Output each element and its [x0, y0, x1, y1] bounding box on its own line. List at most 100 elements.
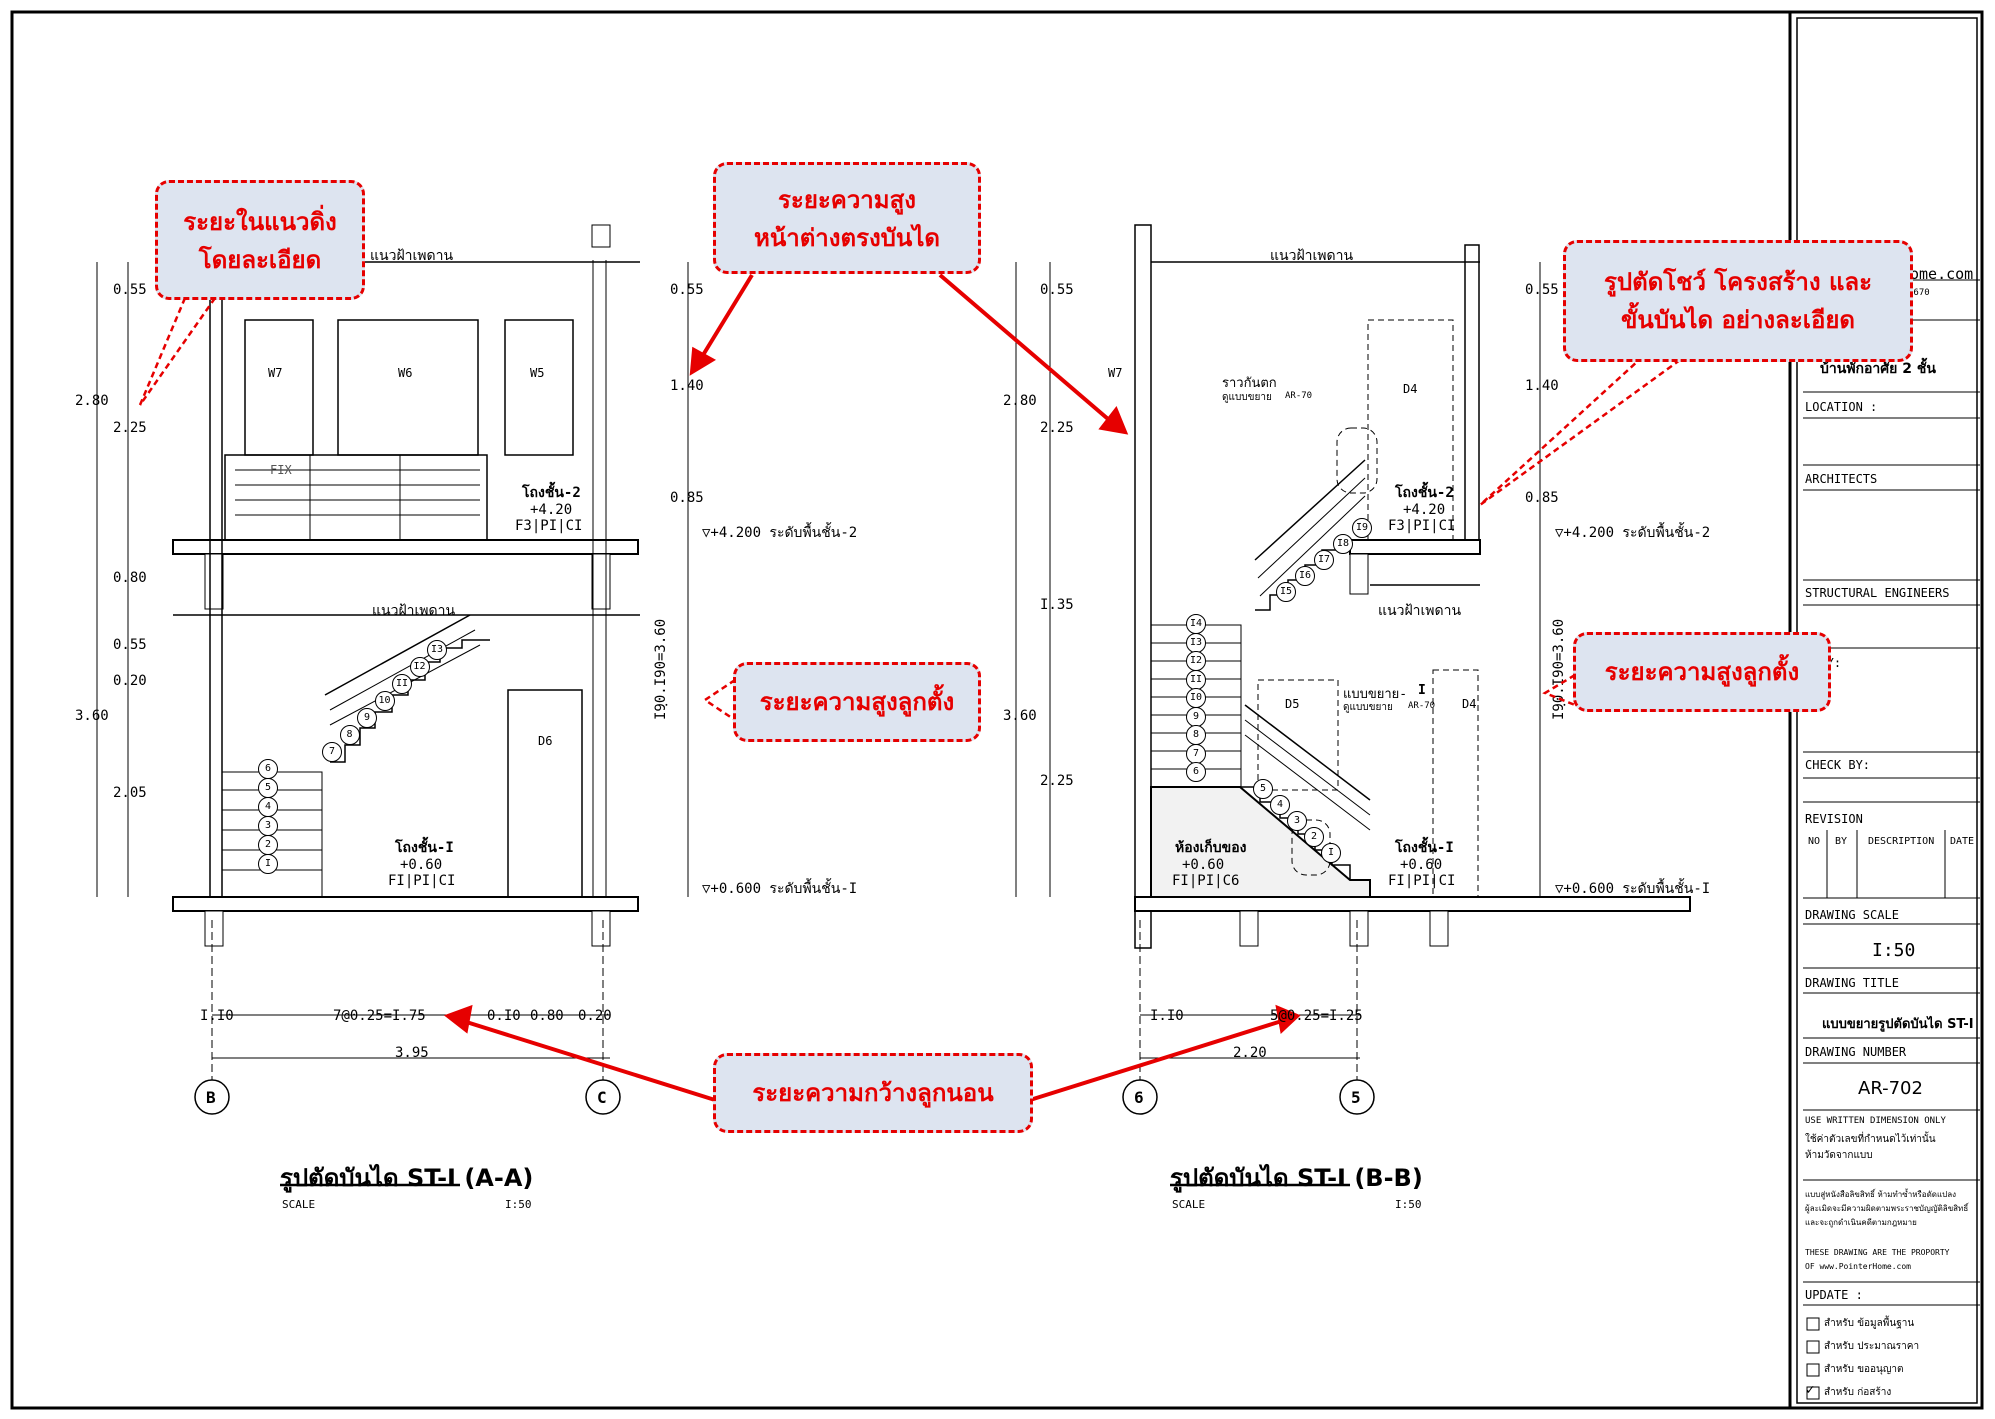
ceiling-label-b: แนวฝ้าเพดาน	[1270, 248, 1354, 264]
section-title-b: รูปตัดบันได ST-I (B-B)	[1170, 1164, 1423, 1192]
grid-bubble-c	[585, 1079, 621, 1115]
dim-a-right-2: 0.85	[670, 490, 704, 506]
dim-b-left-0: 0.55	[1040, 282, 1074, 298]
store-level-b: +0.60	[1182, 857, 1225, 873]
ceiling-label-a: แนวฝ้าเพดาน	[370, 248, 454, 264]
b-upper-step-4: I5	[1276, 582, 1296, 602]
callout-vertical-detail: ระยะในแนวดิ่ง โดยละเอียด	[155, 180, 365, 300]
window-w5-tag: W5	[530, 366, 545, 380]
room-2-name-a: โถงชั้น-2	[522, 485, 581, 501]
a-upper-step-6: I3	[427, 640, 447, 660]
room-1-level-b: +0.60	[1400, 857, 1443, 873]
a-upper-step-4: II	[392, 674, 412, 694]
tb-copyright-2: ผู้ละเมิดจะมีความผิดตามพระราชบัญญัติลิขส…	[1805, 1204, 1969, 1213]
detail-ref: AR-70	[1408, 701, 1436, 711]
dim-b-left-2: I.35	[1040, 597, 1074, 613]
level-1-a: ▽+0.600 ระดับพื้นชั้น-I	[702, 881, 858, 897]
bottom-dim-a-3: 0.80	[530, 1008, 564, 1024]
room-2-name-b: โถงชั้น-2	[1395, 485, 1454, 501]
beam-a4	[591, 910, 611, 947]
detail-ref-num: I	[1418, 683, 1426, 698]
dim-a-left-0: 0.55	[113, 282, 147, 298]
scale-value-a: I:50	[505, 1198, 532, 1211]
grid-label-6: 6	[1134, 1088, 1144, 1107]
a-lower-step-1: 5	[258, 778, 278, 798]
slab-lower-b	[1134, 896, 1691, 912]
dim-b-outer-0: 2.80	[1003, 393, 1037, 409]
window-w7-tag-b: W7	[1108, 366, 1123, 380]
rail-sub: ดูแบบขยาย	[1222, 392, 1272, 403]
bottom-dim-a-1: 7@0.25=I.75	[333, 1008, 426, 1024]
dim-a-left-1: 2.25	[113, 420, 147, 436]
b-mid-step-3: II	[1186, 669, 1206, 690]
annotation-arrows	[443, 273, 1301, 1102]
dim-a-right-1: 1.40	[670, 378, 704, 394]
rail-detail-marker	[1336, 427, 1378, 494]
a-upper-step-1: 8	[339, 725, 360, 745]
level-2-b: ▽+4.200 ระดับพื้นชั้น-2	[1555, 525, 1711, 541]
bottom-dim-a-0: I.I0	[200, 1008, 234, 1024]
level-2-a: ▽+4.200 ระดับพื้นชั้น-2	[702, 525, 858, 541]
tb-note-3: ห้ามวัดจากแบบ	[1805, 1150, 1873, 1161]
tb-note-1: USE WRITTEN DIMENSION ONLY	[1805, 1116, 1946, 1126]
window-w5-a	[504, 319, 574, 456]
b-lower-step-3: 2	[1304, 827, 1324, 847]
callout-riser-left: ระยะความสูงลูกตั้ง	[733, 662, 981, 742]
b-lower-step-0: 5	[1253, 779, 1273, 799]
b-mid-step-5: 9	[1186, 706, 1206, 727]
tb-scale-value: I:50	[1872, 940, 1916, 961]
callout-tread-width: ระยะความกว้างลูกนอน	[713, 1053, 1033, 1133]
callout-vertical-detail-line2: โดยละเอียด	[198, 246, 322, 274]
b-mid-step-1: I3	[1186, 632, 1206, 653]
tb-scale-label: DRAWING SCALE	[1805, 908, 1899, 922]
b-mid-step-2: I2	[1186, 651, 1206, 671]
dim-b-left-1: 2.25	[1040, 420, 1074, 436]
tb-property-2: OF www.PointerHome.com	[1805, 1262, 1911, 1271]
tb-website: ome.com	[1910, 265, 1974, 283]
bottom-dim-a-4: 0.20	[578, 1008, 612, 1024]
dim-a-left-5: 2.05	[113, 785, 147, 801]
beam-b4	[1429, 910, 1449, 947]
tb-drawing-title: แบบขยายรูปตัดบันได ST-I	[1822, 1017, 1974, 1032]
sheet-border	[10, 10, 1984, 1410]
tb-drawing-number: AR-702	[1858, 1078, 1923, 1099]
wall-b-left	[1134, 224, 1152, 949]
tb-rev-col-desc: DESCRIPTION	[1868, 836, 1935, 847]
callout-window-height-line1: ระยะความสูง	[778, 186, 916, 214]
tb-update-0: สำหรับ ข้อมูลพื้นฐาน	[1824, 1318, 1915, 1329]
door-d6-tag: D6	[538, 734, 553, 748]
beam-b3	[1349, 910, 1369, 947]
detail-label: แบบขยาย-	[1343, 687, 1408, 702]
tb-check-by-label: CHECK BY:	[1805, 758, 1871, 772]
tb-copyright-1: แบบสู่หนังสือลิขสิทธิ์ ห้ามทำซ้ำหรือดัดแ…	[1805, 1190, 1957, 1199]
room-1-name-a: โถงชั้น-I	[395, 840, 454, 856]
dim-a-left-4: 0.20	[113, 673, 147, 689]
tb-update-2: สำหรับ ขออนุญาต	[1824, 1364, 1904, 1375]
tb-phone: 6670	[1908, 288, 1930, 298]
b-mid-step-0: I4	[1186, 614, 1206, 634]
window-w7-tag: W7	[268, 366, 283, 380]
dim-a-outer-0: 2.80	[75, 393, 109, 409]
railing-upper-a	[224, 454, 488, 541]
dim-b-left-3: 2.25	[1040, 773, 1074, 789]
dim-a-right-0: 0.55	[670, 282, 704, 298]
rail-ref: AR-70	[1285, 391, 1313, 401]
callout-window-height: ระยะความสูง หน้าต่างตรงบันได	[713, 162, 981, 274]
callout-structure-detail-line2: ขั้นบันได อย่างละเอียด	[1621, 306, 1855, 334]
room-2-level-b: +4.20	[1403, 502, 1446, 518]
tb-project: บ้านพักอาศัย 2 ชั้น	[1820, 361, 1936, 377]
dim-b-right-1: 1.40	[1525, 378, 1559, 394]
b-upper-step-0: I9	[1352, 518, 1372, 538]
beam-a3	[204, 910, 224, 947]
door-d4-tag-lower: D4	[1462, 697, 1477, 711]
room-2-codes-b: F3|PI|CI	[1388, 518, 1456, 534]
door-d5-tag: D5	[1285, 697, 1300, 711]
section-title-a: รูปตัดบันได ST-I (A-A)	[280, 1164, 534, 1192]
rail-label: ราวกันตก	[1222, 376, 1277, 391]
a-lower-step-4: 2	[258, 835, 278, 855]
ceiling-label-lower-a: แนวฝ้าเพดาน	[372, 603, 456, 619]
tb-update-3: สำหรับ ก่อสร้าง	[1824, 1387, 1892, 1398]
room-2-codes-a: F3|PI|CI	[515, 518, 583, 534]
section-a	[96, 224, 689, 1187]
dim-b-outer-1: 3.60	[1003, 708, 1037, 724]
